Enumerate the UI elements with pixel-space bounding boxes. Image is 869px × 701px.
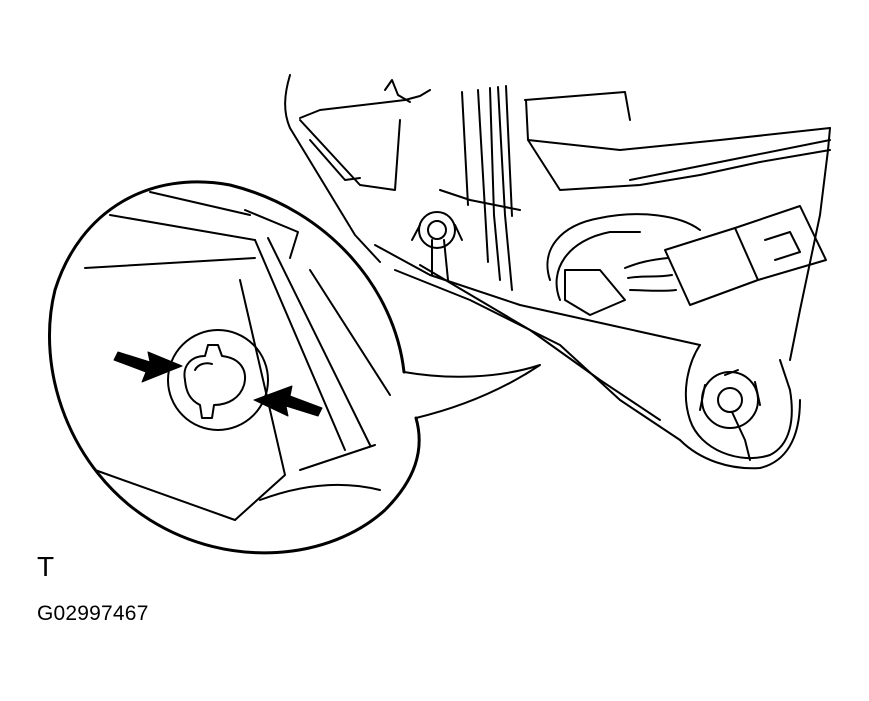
figure-id: G02997467 — [37, 602, 149, 625]
detail-line-right — [299, 444, 376, 471]
magnified-clip-detail — [47, 180, 541, 555]
detail-curve-low — [259, 483, 381, 501]
detail-callout-lobe — [403, 364, 541, 419]
pointer-arrow-right — [253, 385, 323, 417]
housing-rib-4 — [497, 86, 513, 291]
housing-right-lines — [527, 139, 831, 191]
housing-rib-3 — [489, 87, 501, 281]
pointer-arrow-icon — [113, 351, 183, 383]
housing-top-ridge — [299, 89, 431, 119]
connector-loop-inner — [555, 231, 641, 301]
housing-inner-left — [299, 119, 401, 191]
housing-clip-upper — [411, 211, 463, 281]
housing-clip-top — [384, 79, 411, 103]
detail-line-low — [94, 469, 236, 521]
base-plate-top — [374, 244, 701, 346]
detail-line-mid — [84, 257, 256, 269]
connector-loop — [546, 213, 701, 281]
housing-clip-lower — [699, 369, 761, 461]
bracket-lower-right — [684, 344, 793, 460]
housing-rib-2 — [477, 89, 489, 263]
detail-line-top-a — [149, 191, 251, 216]
housing-left-edge — [284, 74, 381, 263]
pointer-arrow-icon — [253, 385, 323, 417]
base-plate-lower — [394, 269, 681, 441]
pointer-arrow-left — [113, 351, 183, 383]
detail-diag-3 — [309, 269, 391, 396]
connector-body-c — [734, 205, 827, 281]
detail-panel — [244, 209, 299, 259]
connector-latch — [764, 231, 801, 261]
housing-rib-1 — [461, 91, 469, 206]
housing-panel-a — [309, 139, 361, 181]
housing-rib-5 — [505, 85, 513, 217]
housing-right-edge — [789, 127, 831, 361]
housing-right-top-edge — [525, 99, 831, 151]
detail-keyhole-clip — [167, 329, 269, 431]
housing-right-inner — [629, 139, 831, 181]
housing-assembly — [284, 74, 831, 470]
view-label: T — [37, 551, 55, 582]
detail-diag-2 — [267, 237, 371, 446]
detail-line-top-b — [109, 214, 256, 241]
detail-circle — [47, 180, 421, 555]
wire-connector — [546, 205, 827, 316]
connector-body-a — [564, 269, 626, 316]
connector-body-b — [664, 227, 759, 306]
connector-wires — [624, 257, 677, 292]
base-plate-line-2 — [419, 264, 661, 421]
housing-top-right — [524, 91, 631, 121]
housing-rib-base — [439, 189, 521, 211]
detail-diag-1 — [254, 239, 346, 451]
bracket-outline — [679, 399, 801, 470]
